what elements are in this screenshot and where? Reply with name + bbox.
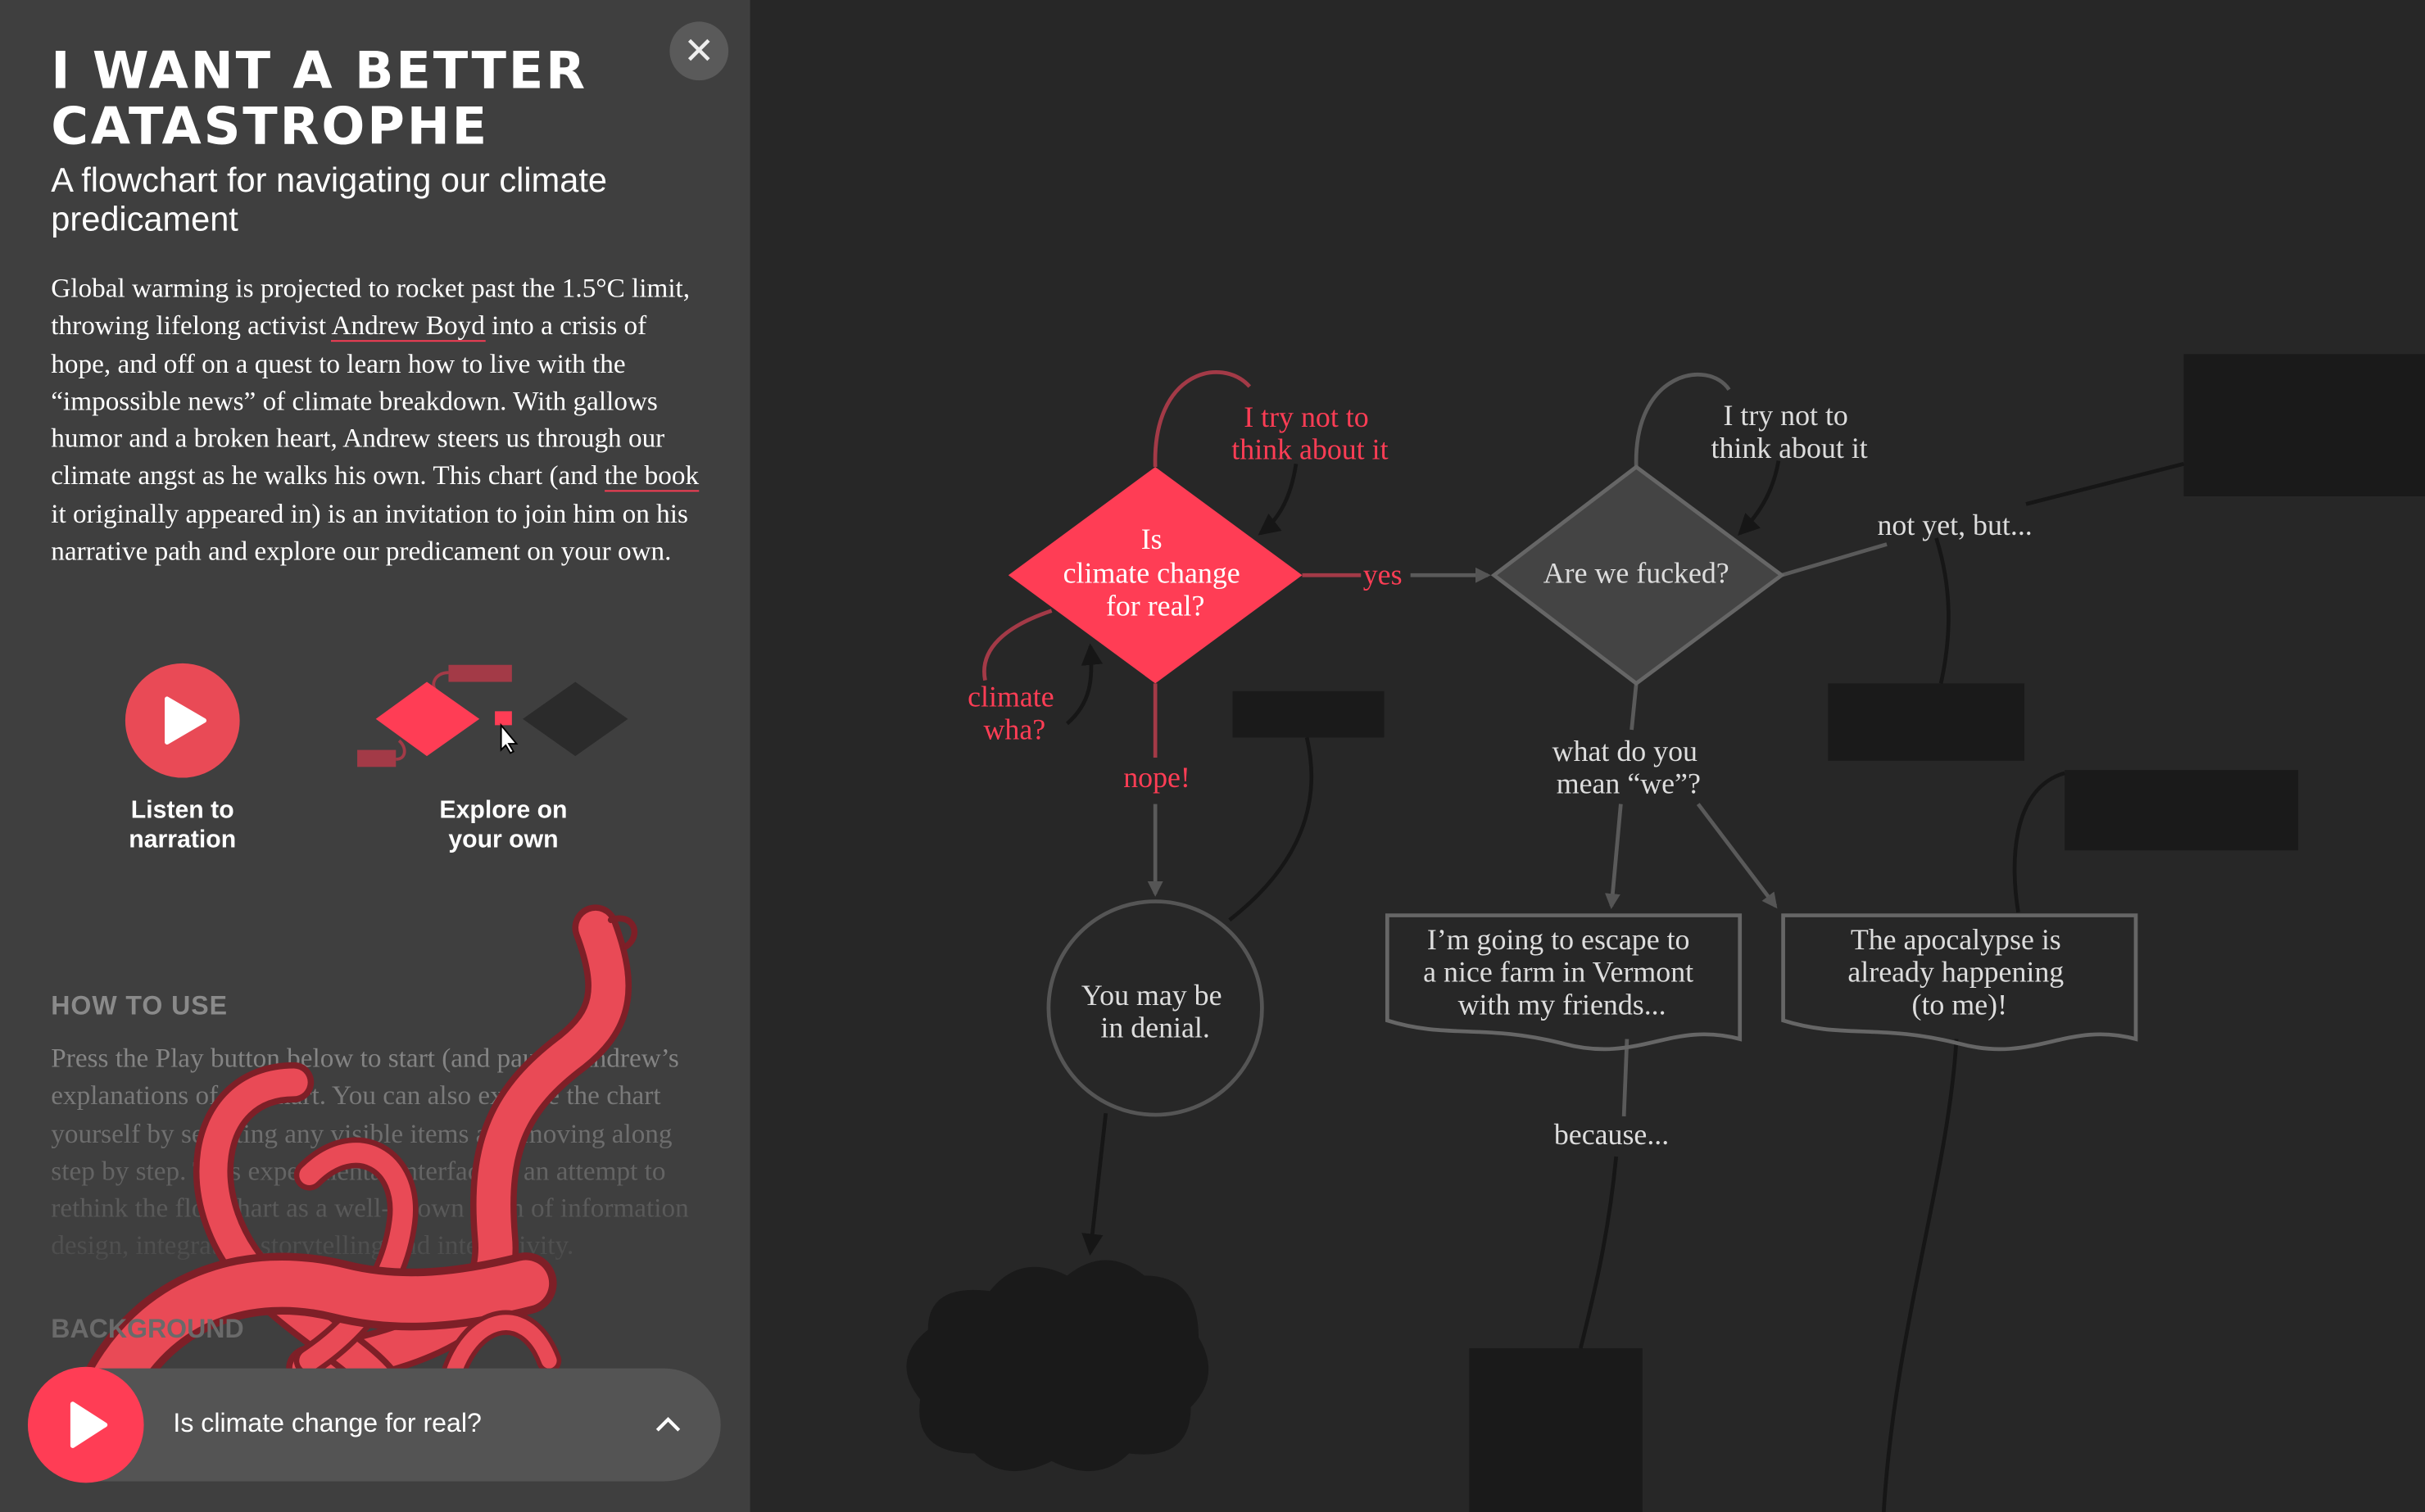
node-apocalypse[interactable]	[1781, 913, 2138, 1052]
page-subtitle: A flowchart for navigating our climate p…	[51, 161, 607, 238]
node-farm-vermont[interactable]	[1385, 913, 1743, 1052]
narration-player: Is climate change for real?	[27, 1366, 721, 1483]
terminal-node-denial[interactable]	[1046, 899, 1264, 1117]
play-icon	[125, 663, 240, 778]
what-we-label[interactable]: what do you mean “we”?	[1552, 735, 1705, 800]
explore-flowchart-icon	[357, 664, 628, 767]
play-button[interactable]	[27, 1366, 144, 1483]
book-link[interactable]: the book	[604, 459, 700, 493]
hidden-node[interactable]	[2065, 770, 2299, 851]
q1-loop-label[interactable]: I try not to think about it	[1231, 401, 1388, 466]
intro-text: Global warming is projected to rocket pa…	[51, 269, 708, 569]
hidden-cloud-node[interactable]	[906, 1260, 1209, 1472]
option-label: narration	[129, 826, 237, 854]
intro-part: into a crisis of hope, and off on a ques…	[51, 310, 665, 491]
close-button[interactable]: ✕	[669, 21, 729, 81]
option-label: Explore on	[439, 798, 568, 825]
how-to-use-heading: HOW TO USE	[51, 991, 228, 1021]
close-icon: ✕	[683, 29, 715, 73]
hidden-node[interactable]	[1828, 683, 2025, 761]
option-label: your own	[448, 826, 559, 854]
info-panel: ✕ I WANT A BETTER CATASTROPHE A flowchar…	[0, 0, 750, 1512]
page-title: I WANT A BETTER CATASTROPHE	[51, 40, 587, 156]
farm-label: I’m going to escape to a nice farm in Ve…	[1423, 923, 1701, 1021]
hidden-node[interactable]	[2183, 354, 2425, 496]
background-heading: BACKGROUND	[51, 1314, 244, 1344]
hidden-node[interactable]	[1232, 690, 1385, 738]
climate-wha-label[interactable]: climate wha?	[968, 681, 1061, 746]
hidden-node[interactable]	[1469, 1348, 1643, 1512]
not-yet-label[interactable]: not yet, but...	[1878, 509, 2033, 541]
nope-label[interactable]: nope!	[1123, 761, 1190, 794]
apocalypse-label: The apocalypse is already happening (to …	[1847, 923, 2071, 1021]
denial-label: You may be in denial.	[1081, 979, 1230, 1044]
because-label[interactable]: because...	[1554, 1118, 1669, 1151]
play-icon	[70, 1401, 108, 1448]
current-step-label: Is climate change for real?	[173, 1408, 482, 1438]
decision-node-are-we-fucked[interactable]	[1490, 464, 1785, 686]
yes-label[interactable]: yes	[1363, 559, 1403, 591]
octopus-tentacles-illustration	[77, 904, 637, 1423]
intro-part: Global warming is projected to rocket pa…	[51, 272, 691, 341]
intro-part: it originally appeared in) is an invitat…	[51, 497, 688, 567]
option-label: Listen to	[130, 798, 234, 825]
chevron-up-icon[interactable]	[650, 1406, 687, 1442]
q2-label: Are we fucked?	[1543, 557, 1729, 590]
q1-label: Is climate change for real?	[1063, 523, 1248, 622]
andrew-boyd-link[interactable]: Andrew Boyd	[331, 310, 485, 342]
q2-loop-label[interactable]: I try not to think about it	[1711, 399, 1868, 464]
